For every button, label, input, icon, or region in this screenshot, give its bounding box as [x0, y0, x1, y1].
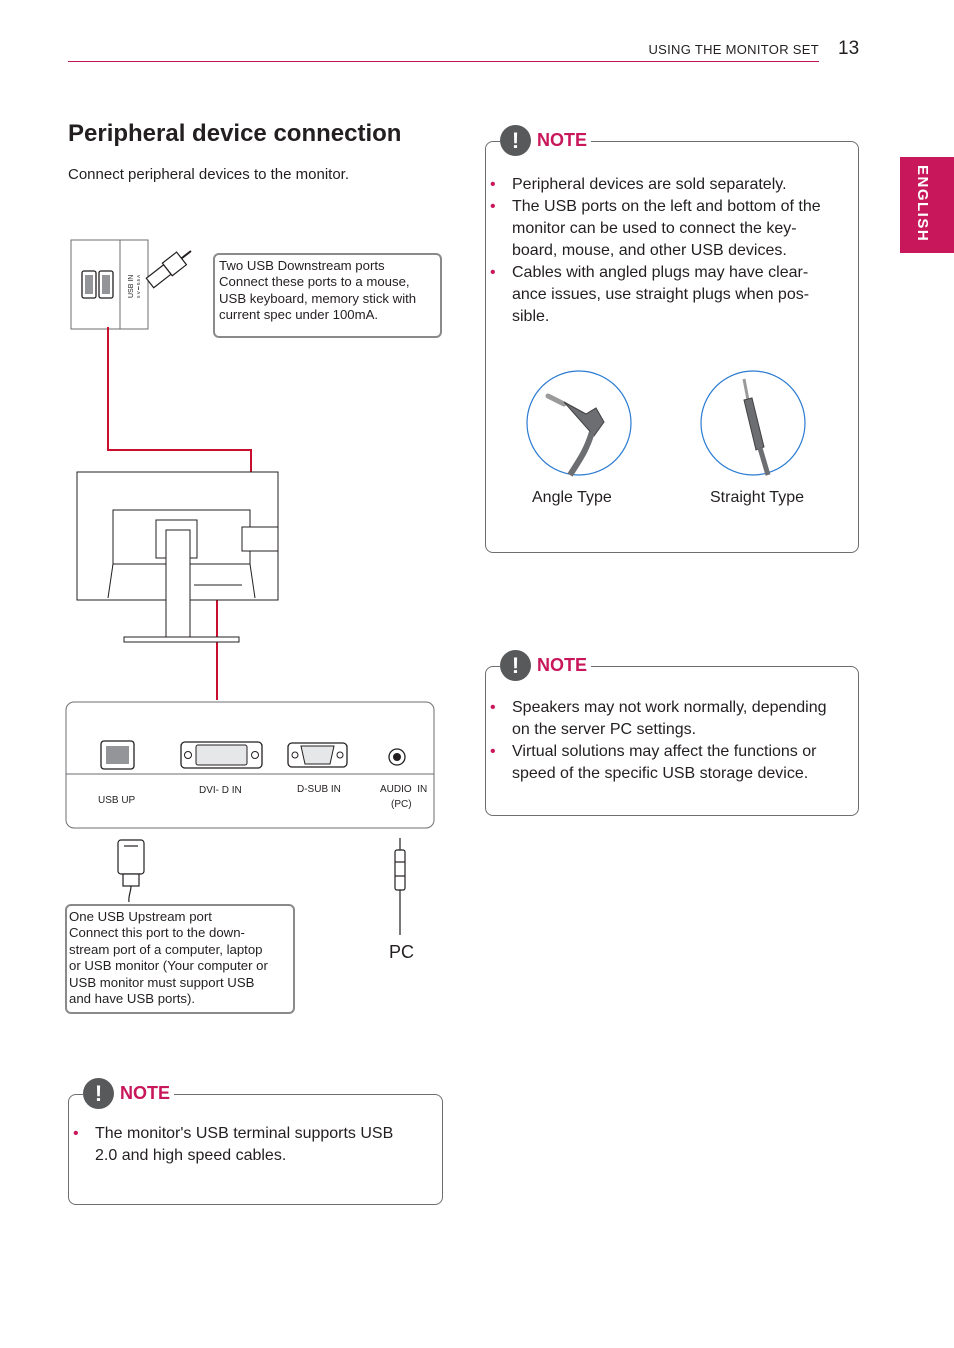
audio-port [388, 748, 406, 766]
port-label-audio-sub: (PC) [391, 799, 412, 810]
downstream-callout-line: USB keyboard, memory stick with [219, 290, 417, 306]
note-item: The monitor's USB terminal supports USB … [69, 1123, 414, 1167]
note-item: Cables with angled plugs may have clear-… [486, 262, 836, 328]
upstream-callout-line: stream port of a computer, laptop [69, 941, 263, 957]
note-item: Virtual solutions may affect the functio… [486, 741, 836, 785]
exclamation-icon: ! [500, 650, 531, 681]
straight-plug-icon [700, 370, 806, 476]
plug-type-straight-label: Straight Type [710, 489, 804, 506]
dsub-port [287, 742, 348, 768]
note-list: The monitor's USB terminal supports USB … [69, 1123, 414, 1167]
downstream-callout: Two USB Downstream ports Connect these p… [213, 253, 442, 338]
note-box-speakers: Speakers may not work normally, dependin… [485, 666, 859, 816]
upstream-callout: One USB Upstream port Connect this port … [65, 904, 295, 1014]
monitor-back-view [76, 471, 279, 643]
exclamation-icon: ! [83, 1078, 114, 1109]
note-label: NOTE [120, 1083, 171, 1103]
upstream-callout-line: One USB Upstream port [69, 909, 212, 924]
running-header: USING THE MONITOR SET [648, 42, 819, 57]
page-number: 13 [838, 38, 860, 59]
downstream-callout-line: Two USB Downstream ports [219, 258, 385, 273]
pc-label: PC [389, 942, 414, 962]
upstream-callout-line: Connect this port to the down- [69, 925, 245, 941]
port-label-usb-up: USB UP [98, 795, 136, 806]
upstream-callout-line: USB monitor must support USB [69, 974, 255, 990]
usb-in-sublabel: 5 V ⎓ 0.5 A [136, 275, 141, 298]
dvi-port [180, 741, 263, 769]
port-label-dsub: D-SUB IN [297, 784, 341, 795]
note-box-usb-terminal: The monitor's USB terminal supports USB … [68, 1094, 443, 1205]
port-label-audio: AUDIO IN [380, 784, 427, 795]
upstream-callout-line: or USB monitor (Your computer or [69, 958, 268, 974]
note-item: Peripheral devices are sold separately. [486, 174, 836, 196]
note-list: Peripheral devices are sold separately. … [486, 174, 836, 328]
header-rule [68, 61, 819, 62]
note-label: NOTE [537, 655, 588, 675]
side-usb-panel: USB IN 5 V ⎓ 0.5 A [70, 239, 192, 330]
audio-cable-plug-icon [394, 838, 406, 935]
language-tab: ENGLISH [900, 157, 954, 253]
note-item: Speakers may not work normally, dependin… [486, 697, 836, 741]
note-box-peripherals: Peripheral devices are sold separately. … [485, 141, 859, 553]
note-heading: ! NOTE [83, 1078, 175, 1109]
intro-text: Connect peripheral devices to the monito… [68, 166, 349, 183]
note-list: Speakers may not work normally, dependin… [486, 697, 836, 785]
note-item: The USB ports on the left and bottom of … [486, 196, 836, 262]
port-label-dvi: DVI- D IN [199, 785, 242, 796]
usb-plug-icon [145, 250, 192, 289]
connection-lines [107, 327, 261, 700]
note-heading: ! NOTE [500, 125, 592, 156]
exclamation-icon: ! [500, 125, 531, 156]
downstream-callout-line: current spec under 100mA. [219, 307, 379, 323]
plug-type-angle-label: Angle Type [532, 489, 612, 506]
usb-in-label: USB IN [128, 275, 135, 298]
rear-port-panel: USB UP DVI- D IN D-SUB IN AUDIO IN (PC) [65, 701, 435, 829]
downstream-callout-line: Connect these ports to a mouse, [219, 274, 410, 290]
note-label: NOTE [537, 130, 588, 150]
language-tab-label: ENGLISH [914, 165, 931, 243]
note-heading: ! NOTE [500, 650, 592, 681]
plug-type-illustrations: Angle Type Straight Type [526, 370, 806, 506]
upstream-callout-line: and have USB ports). [69, 991, 196, 1007]
page-title: Peripheral device connection [68, 120, 402, 147]
angle-plug-icon [526, 370, 632, 477]
usb-cable-plug-icon [117, 839, 145, 903]
usb-up-port [100, 740, 135, 770]
